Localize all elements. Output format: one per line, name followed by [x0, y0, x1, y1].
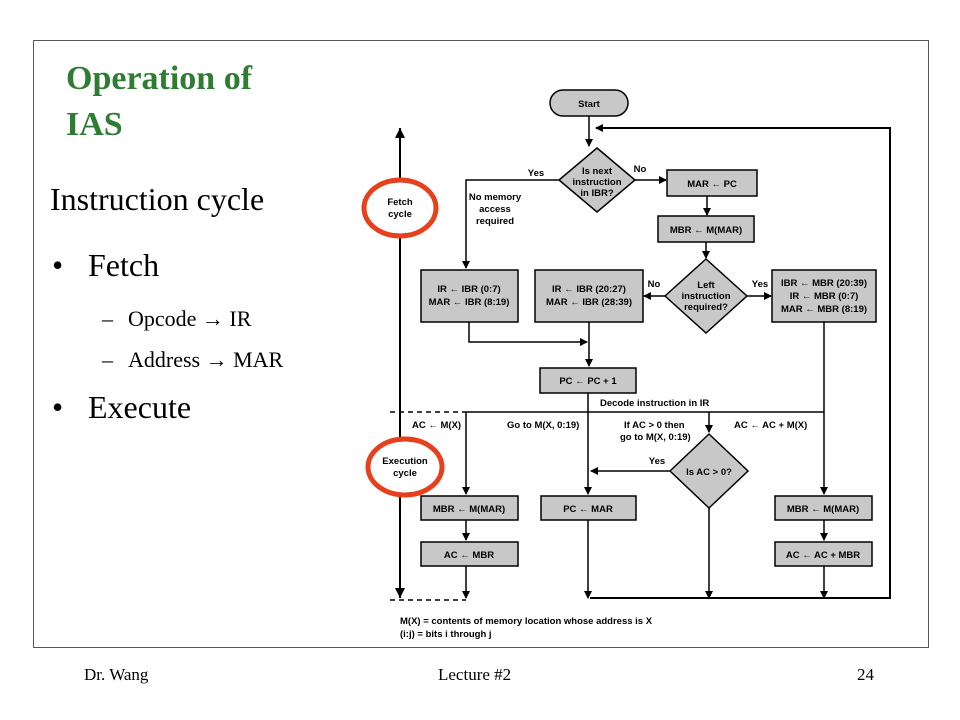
- footer-page-number: 24: [857, 665, 874, 684]
- sub-address: –Address → MAR: [102, 347, 283, 373]
- section-heading: Instruction cycle: [50, 181, 265, 217]
- decision-ac-text: Is AC > 0?: [686, 467, 732, 478]
- box-mar-pc-text: MAR ← PC: [687, 179, 737, 190]
- legend-line-2: (i:j) = bits i through j: [400, 629, 492, 640]
- fetch-cycle-text-1: Fetch: [387, 197, 413, 208]
- box-mbr-mmar-exec-1: [420, 495, 519, 521]
- box-ibr-mbr-text-1: IBR ← MBR (20:39): [781, 278, 867, 289]
- sub-address-label: Address → MAR: [128, 347, 284, 372]
- sub-opcode: –Opcode → IR: [102, 306, 251, 332]
- box-ac-mbr-text: AC ← MBR: [444, 550, 494, 561]
- sub-dash: –: [102, 306, 113, 331]
- execution-cycle-label: Execution cycle: [365, 436, 445, 498]
- arrow-yes-ibr: [462, 179, 559, 269]
- execution-cycle-text-1: Execution: [382, 456, 428, 467]
- label-yes-ac: Yes: [649, 456, 665, 467]
- box-ibr-mbr: [771, 269, 877, 323]
- title-line-1: Operation of: [66, 60, 253, 97]
- box-ibr-mbr-text-3: MAR ← MBR (8:19): [781, 304, 867, 315]
- bullet-execute: • Execute: [52, 389, 191, 426]
- axis-arrow-top: [395, 128, 405, 138]
- box-mbr-mmar-text: MBR ← M(MAR): [670, 225, 742, 236]
- if-ac-text-1: If AC > 0 then: [624, 420, 685, 431]
- ac-mx-text: AC ← M(X): [412, 420, 461, 431]
- box-pc-mar-text: PC ← MAR: [563, 504, 613, 515]
- box-ir-ibr-right-text-2: MAR ← IBR (8:19): [429, 297, 510, 308]
- title-line-2: IAS: [66, 106, 123, 143]
- if-ac-text-2: go to M(X, 0:19): [620, 432, 691, 443]
- decision-left-text-3: required?: [684, 302, 728, 313]
- decision-left-text-2: instruction: [681, 291, 730, 302]
- execution-highlight-circle: [365, 436, 445, 498]
- fetch-highlight-circle: [361, 177, 439, 239]
- bullet-dot: •: [52, 389, 64, 425]
- box-pc-inc-text: PC ← PC + 1: [559, 376, 617, 387]
- box-mbr-mmar-exec-2-text: MBR ← M(MAR): [787, 504, 859, 515]
- box-mar-pc: [666, 169, 758, 197]
- fetch-cycle-text-2: cycle: [388, 209, 412, 220]
- decision-left-text-1: Left: [697, 280, 715, 291]
- no-memory-text-2: access: [479, 204, 511, 215]
- box-pc-inc: [539, 367, 637, 394]
- slide-frame: [33, 40, 929, 648]
- decision-ibr: [557, 147, 637, 213]
- bullet-fetch-label: Fetch: [88, 247, 160, 283]
- decode-text: Decode instruction in IR: [600, 398, 709, 409]
- bullet-fetch: • Fetch: [52, 247, 159, 284]
- label-yes-ibr: Yes: [528, 168, 544, 179]
- label-no-ibr: No: [634, 164, 647, 175]
- decision-ibr-text-2: instruction: [572, 177, 621, 188]
- box-ir-ibr-left-text-2: MAR ← IBR (28:39): [546, 297, 632, 308]
- box-ac-mbr: [420, 541, 519, 567]
- fetch-cycle-label: Fetch cycle: [361, 177, 439, 239]
- sub-dash: –: [102, 347, 113, 372]
- box-ir-ibr-right-text-1: IR ← IBR (0:7): [437, 284, 500, 295]
- sub-opcode-label: Opcode → IR: [128, 306, 252, 331]
- box-ac-ac-mbr-text: AC ← AC + MBR: [786, 550, 860, 561]
- decision-ibr-text-1: Is next: [582, 166, 613, 177]
- goto-text: Go to M(X, 0:19): [507, 420, 579, 431]
- footer-author: Dr. Wang: [84, 665, 149, 684]
- box-mbr-mmar-exec-1-text: MBR ← M(MAR): [433, 504, 505, 515]
- loop-back-line: [590, 124, 891, 599]
- ac-add-text: AC ← AC + M(X): [734, 420, 807, 431]
- box-ir-ibr-left: [534, 269, 644, 323]
- footer-lecture: Lecture #2: [438, 665, 512, 684]
- bullet-execute-label: Execute: [88, 389, 192, 425]
- bullet-dot: •: [52, 247, 64, 283]
- no-memory-text-1: No memory: [469, 192, 522, 203]
- decision-left: [663, 257, 749, 335]
- arrow-ir-right-pc: [468, 322, 588, 346]
- legend-line-1: M(X) = contents of memory location whose…: [400, 616, 653, 627]
- start-label: Start: [578, 99, 600, 110]
- slide-title: Operation of IAS: [66, 56, 326, 148]
- axis-arrow-bottom: [395, 588, 405, 598]
- label-yes-left: Yes: [752, 279, 768, 290]
- box-ir-ibr-left-text-1: IR ← IBR (20:27): [552, 284, 626, 295]
- execution-cycle-text-2: cycle: [393, 468, 417, 479]
- decision-ibr-text-3: in IBR?: [580, 188, 613, 199]
- no-memory-text-3: required: [476, 216, 514, 227]
- box-ibr-mbr-text-2: IR ← MBR (0:7): [790, 291, 859, 302]
- box-ir-ibr-right: [420, 269, 519, 323]
- label-no-left: No: [648, 279, 661, 290]
